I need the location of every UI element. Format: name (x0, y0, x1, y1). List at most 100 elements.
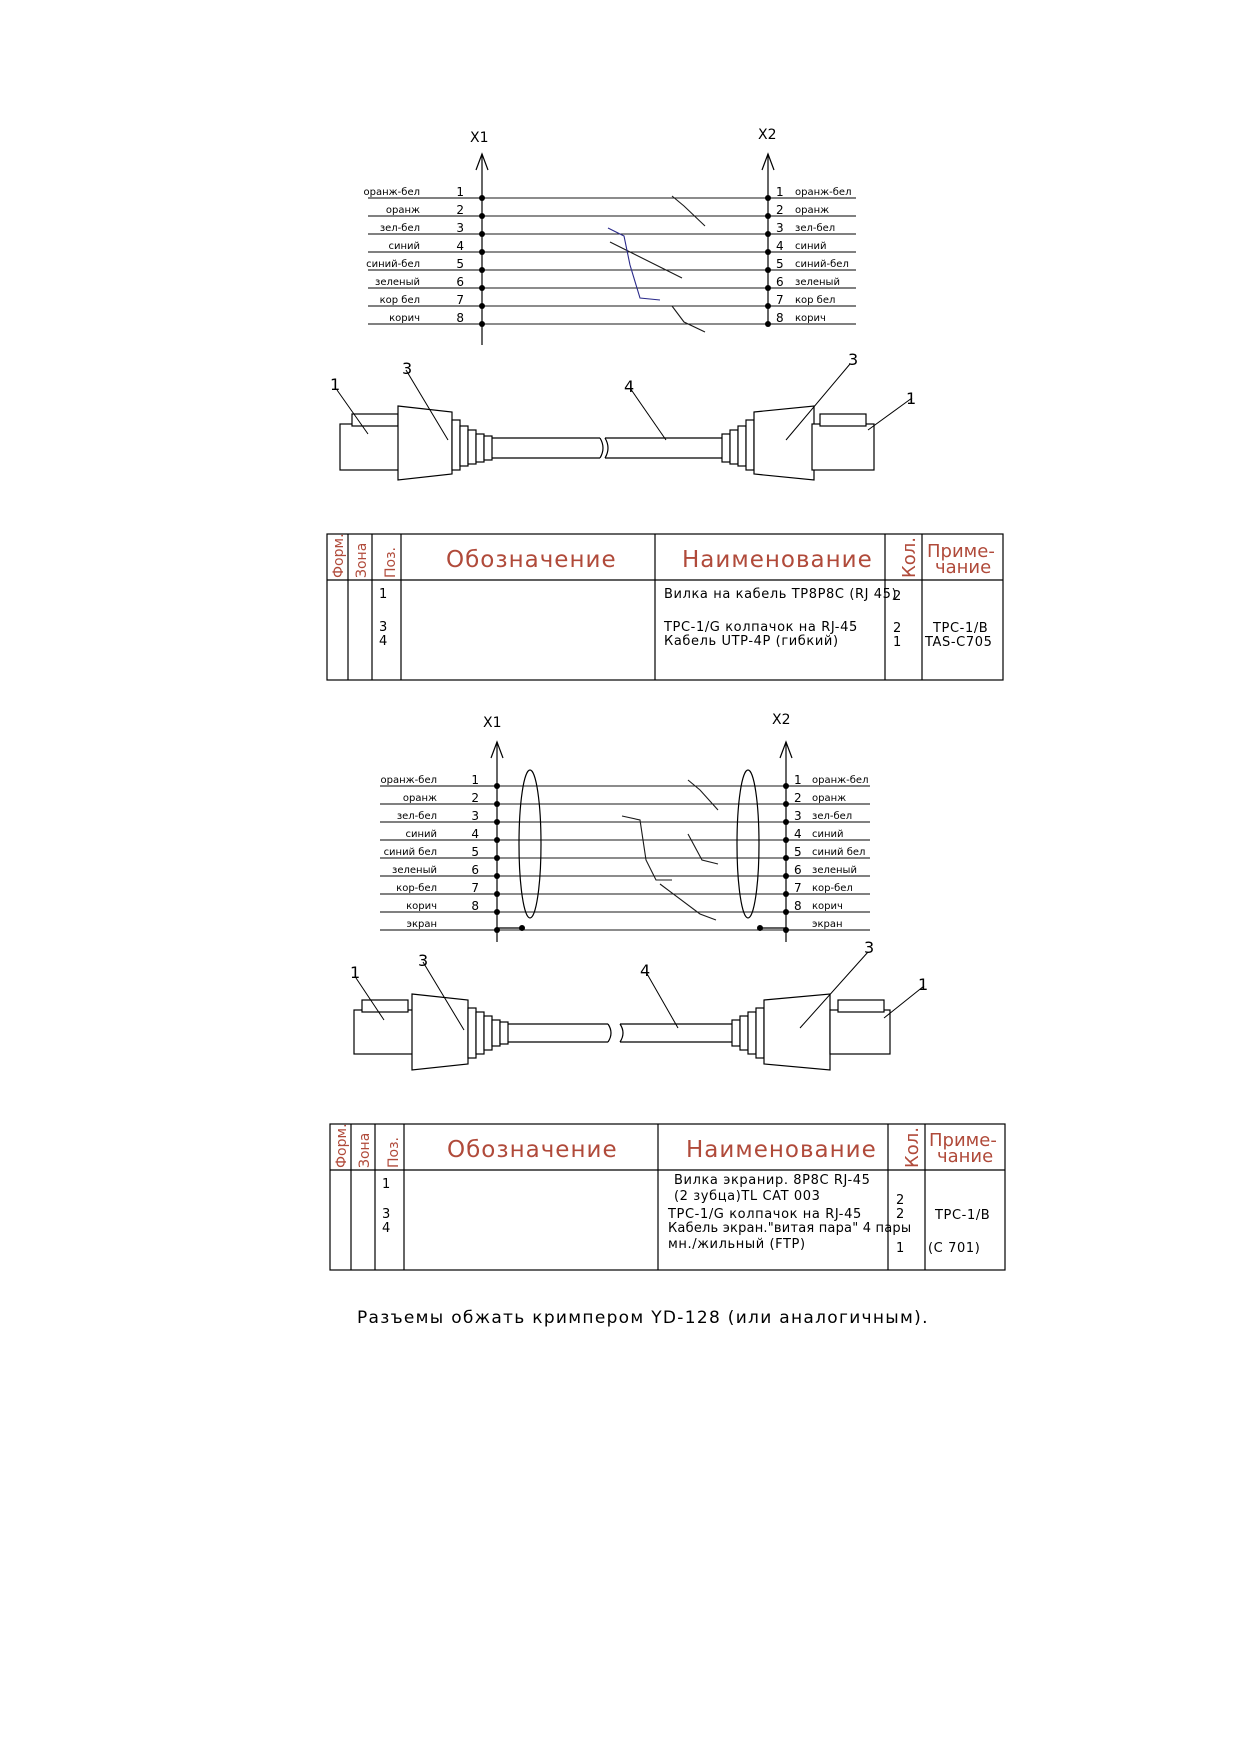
wire-color-right: экран (812, 919, 843, 930)
callout-3-right-2: 3 (864, 938, 874, 957)
t1-row1-pos: 1 (379, 587, 388, 602)
cable-assembly-2: 1 3 4 3 1 (350, 938, 928, 1071)
junction-dot (765, 321, 771, 327)
plug-left (339, 423, 403, 471)
shield-ellipse-right (736, 769, 760, 919)
header-note-2: чание (935, 557, 991, 578)
header-pos: Поз. (383, 547, 399, 578)
header-name-2: Наименование (686, 1137, 877, 1163)
junction-dot (783, 909, 789, 915)
pin-number-right: 8 (776, 311, 784, 325)
wire-color-right: корич (812, 901, 843, 912)
junction-dot (765, 195, 771, 201)
wire-color-left: экран (406, 919, 437, 930)
pin-number-left: 5 (456, 257, 464, 271)
t2-row1-name-2: (2 зубца)TL CAT 003 (674, 1189, 821, 1204)
wire-lines-2 (380, 783, 870, 933)
wire-color-left: зел-бел (380, 223, 420, 234)
header-qty: Кол. (899, 537, 920, 578)
plug-left-2 (353, 1009, 415, 1055)
wire-color-left: синий (405, 829, 437, 840)
t1-row2-name: TPC-1/G колпачок на RJ-45 (663, 620, 858, 635)
pin-number-left: 4 (456, 239, 464, 253)
t2-row3-pos: 4 (382, 1221, 391, 1236)
wire-color-right: кор бел (795, 295, 835, 306)
wire-color-left: кор-бел (396, 883, 437, 894)
wire-color-left: оранж (403, 793, 437, 804)
t2-row1-qty: 2 (896, 1193, 905, 1208)
junction-dot (765, 285, 771, 291)
wire-color-left: корич (406, 901, 437, 912)
wire-color-right: зел-бел (795, 223, 835, 234)
wire-color-left: оранж (386, 205, 420, 216)
boot-left (397, 405, 453, 481)
junction-dot (479, 321, 485, 327)
wire-color-right: зеленый (795, 277, 840, 288)
wire-color-left: зеленый (375, 277, 420, 288)
header-form-2: Форм. (334, 1123, 350, 1168)
junction-dot (479, 213, 485, 219)
pin-number-right: 2 (776, 203, 784, 217)
callout-1-right-2: 1 (918, 975, 928, 994)
pin-number-right: 1 (776, 185, 784, 199)
pin-number-right: 3 (794, 809, 802, 823)
spec-table-1: Форм. Зона Поз. Обозначение Наименование… (326, 533, 1004, 681)
t1-row3-qty: 1 (893, 635, 902, 650)
connector-x1-label-2: X1 (483, 715, 502, 731)
wire-color-left: корич (389, 313, 420, 324)
header-note-2-2: чание (937, 1146, 993, 1167)
wire-color-right: оранж (812, 793, 846, 804)
header-name: Наименование (682, 547, 873, 573)
pin-number-left: 3 (471, 809, 479, 823)
junction-dot (765, 213, 771, 219)
wire-color-right: оранж-бел (812, 775, 868, 786)
callout-4-2: 4 (640, 961, 650, 980)
pin-number-right: 4 (776, 239, 784, 253)
connector-x1-label: X1 (470, 130, 489, 146)
junction-dot (783, 819, 789, 825)
header-note-1-2: Приме- (929, 1130, 997, 1151)
pin-number-left: 8 (456, 311, 464, 325)
plug-left-latch (351, 413, 399, 427)
junction-dot (783, 855, 789, 861)
callout-1-right: 1 (906, 389, 916, 408)
pin-number-right: 6 (794, 863, 802, 877)
pin-number-left: 6 (456, 275, 464, 289)
pin-number-right: 6 (776, 275, 784, 289)
junction-dot (479, 285, 485, 291)
header-form: Форм. (331, 533, 347, 578)
pin-number-left: 7 (471, 881, 479, 895)
pin-number-right: 5 (776, 257, 784, 271)
callout-3-left: 3 (402, 359, 412, 378)
wire-color-right: зел-бел (812, 811, 852, 822)
t2-row1-pos: 1 (382, 1177, 391, 1192)
wire-color-left: кор бел (380, 295, 420, 306)
pin-number-right: 3 (776, 221, 784, 235)
t2-row3-note: (C 701) (928, 1241, 980, 1256)
boot-left-2 (411, 993, 469, 1071)
t1-row2-pos: 3 (379, 620, 388, 635)
pin-number-left: 6 (471, 863, 479, 877)
junction-dot (765, 303, 771, 309)
wire-color-right: оранж-бел (795, 187, 851, 198)
crossover-mark (607, 227, 661, 301)
junction-dot (765, 231, 771, 237)
header-designation-2: Обозначение (447, 1137, 618, 1163)
junction-dot (494, 891, 500, 897)
wire-color-right: кор-бел (812, 883, 853, 894)
pin-number-left: 1 (471, 773, 479, 787)
pin-number-right: 1 (794, 773, 802, 787)
callout-3-left-2: 3 (418, 951, 428, 970)
wire-color-left: синий бел (384, 847, 437, 858)
header-zone: Зона (354, 543, 370, 578)
header-zone-2: Зона (357, 1133, 373, 1168)
t1-row2-qty: 2 (893, 621, 902, 636)
junction-dot (783, 873, 789, 879)
header-pos-2: Поз. (386, 1137, 402, 1168)
t2-row2-qty: 2 (896, 1207, 905, 1222)
table2-frame (329, 1123, 1006, 1271)
pin-number-left: 1 (456, 185, 464, 199)
x1-arrow (475, 152, 489, 171)
junction-dot (765, 249, 771, 255)
